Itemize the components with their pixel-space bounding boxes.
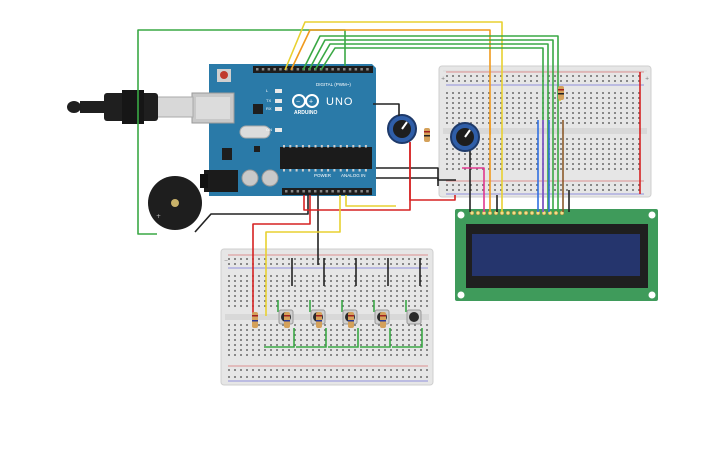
- rail-mark-plus-left: +: [441, 76, 445, 82]
- lcd-pin: [517, 210, 523, 216]
- lcd-screen: [472, 234, 640, 276]
- breadboard-bottom: −: [220, 248, 434, 386]
- resistor-icon: [316, 312, 322, 328]
- arduino-brand: ARDUINO: [294, 110, 317, 116]
- button-array: [252, 258, 423, 348]
- rail-mark-plus: +: [645, 76, 649, 82]
- lcd-pin: [511, 210, 517, 216]
- rail-mark-minus: −: [224, 258, 228, 264]
- wires: [137, 21, 641, 316]
- lcd-pin: [553, 210, 559, 216]
- lcd-16x2-icon: [455, 209, 658, 301]
- potentiometer-icon[interactable]: [387, 114, 417, 144]
- board-led-label: L: [266, 88, 269, 93]
- power-label: POWER: [314, 173, 332, 178]
- breadboard-right: + +: [438, 65, 652, 198]
- svg-text:+: +: [309, 99, 313, 106]
- resistor-icon: [252, 312, 258, 328]
- resistor-icon: [348, 312, 354, 328]
- reset-button[interactable]: [220, 71, 228, 79]
- resistor-icon: [380, 312, 386, 328]
- resistor-icon: [558, 86, 564, 100]
- lcd-pin: [469, 210, 475, 216]
- board-led-label: ON: [266, 127, 272, 132]
- arduino-uno-board: − + ARDUINO UNO DIGITAL (PWM~) POWER ANA…: [191, 64, 376, 196]
- resistor-icon: [424, 128, 430, 142]
- board-led-label: RX: [266, 106, 272, 111]
- potentiometer-icon[interactable]: [450, 122, 480, 152]
- piezo-buzzer-icon: +: [148, 176, 202, 230]
- arduino-logo: − + ARDUINO UNO: [292, 94, 353, 116]
- lcd-pin: [475, 210, 481, 216]
- svg-text:−: −: [296, 99, 300, 106]
- lcd-pin: [505, 210, 511, 216]
- usb-cable-icon: [67, 90, 194, 124]
- board-led-label: TX: [266, 98, 271, 103]
- analog-label: ANALOG IN: [341, 173, 366, 178]
- lcd-pin: [523, 210, 529, 216]
- digital-label: DIGITAL (PWM~): [316, 82, 351, 87]
- resistor-icon: [284, 312, 290, 328]
- svg-text:+: +: [156, 213, 161, 220]
- lcd-pin: [529, 210, 535, 216]
- pushbutton-icon[interactable]: [406, 309, 422, 325]
- arduino-model: UNO: [326, 96, 353, 108]
